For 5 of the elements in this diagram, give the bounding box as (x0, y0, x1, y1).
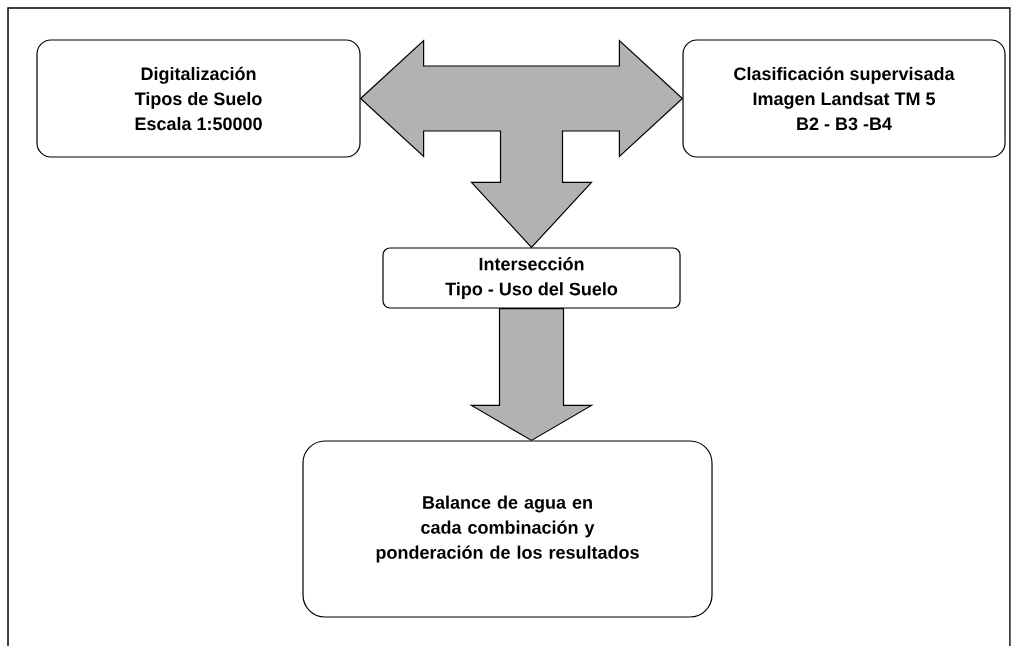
process-box: Digitalización Tipos de Suelo Escala 1:50000 (36, 39, 361, 158)
block-arrow (469, 308, 594, 442)
process-box: Balance de agua en cada combinación y ponderación de los resultados (302, 440, 713, 618)
process-box: Intersección Tipo - Uso del Suelo (382, 247, 681, 309)
process-box: Clasificación supervisada Imagen Landsat TM 5 B2 - B3 -B4 (682, 39, 1006, 158)
